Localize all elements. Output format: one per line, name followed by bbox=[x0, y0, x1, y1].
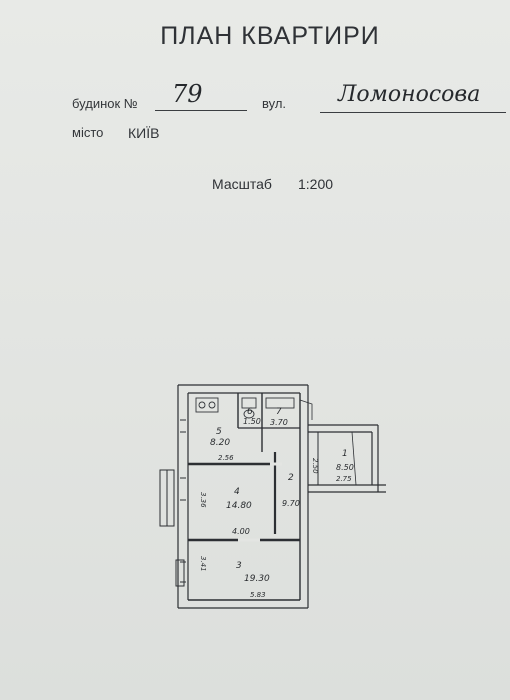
street-name: Ломоносова bbox=[338, 82, 481, 107]
interior-walls bbox=[188, 393, 300, 542]
exterior-walls bbox=[177, 384, 309, 609]
city-label: місто bbox=[72, 125, 104, 140]
room-1-number: 1 bbox=[342, 449, 348, 459]
room-5-area: 8.20 bbox=[210, 438, 230, 448]
dim-room5-width: 2.56 bbox=[218, 454, 234, 462]
room-7-area: 3.70 bbox=[270, 418, 288, 427]
document-title: ПЛАН КВАРТИРИ bbox=[160, 22, 380, 50]
room-2-area: 9.70 bbox=[282, 499, 300, 508]
scale-value: 1:200 bbox=[298, 176, 334, 192]
room-6-area: 1.50 bbox=[243, 417, 261, 426]
dim-room4-width: 4.00 bbox=[232, 527, 250, 536]
room-1-walls bbox=[308, 424, 386, 493]
left-projection bbox=[159, 469, 185, 587]
building-number: 79 bbox=[172, 80, 203, 108]
room-6-number: 6 bbox=[247, 407, 253, 417]
room-3-number: 3 bbox=[236, 561, 242, 571]
dim-room3-width: 5.83 bbox=[250, 591, 266, 599]
room-7-number: 7 bbox=[276, 407, 282, 417]
room-1-area: 8.50 bbox=[336, 463, 354, 472]
building-number-line bbox=[155, 110, 247, 111]
dim-room2-height: 2.50 bbox=[311, 458, 319, 474]
room-4-number: 4 bbox=[234, 487, 240, 497]
dim-room3-height: 3.41 bbox=[199, 556, 207, 572]
dim-room1-width: 2.75 bbox=[336, 475, 352, 483]
city-name: КИЇВ bbox=[128, 125, 160, 141]
room-3-area: 19.30 bbox=[244, 574, 270, 584]
bathroom-fixtures bbox=[195, 397, 295, 419]
room-5-number: 5 bbox=[216, 427, 222, 437]
window-marks bbox=[180, 419, 186, 583]
street-label: вул. bbox=[262, 96, 287, 111]
room-labels: 5 8.20 6 1.50 7 3.70 4 14.80 2 9.70 1 8.… bbox=[210, 407, 354, 584]
room-4-area: 14.80 bbox=[226, 501, 252, 511]
room-2-number: 2 bbox=[288, 473, 294, 483]
vent-connector bbox=[299, 399, 313, 420]
scale-label: Масштаб bbox=[212, 176, 272, 192]
building-label: будинок № bbox=[72, 96, 138, 111]
street-name-line bbox=[320, 112, 506, 113]
dim-room4-height: 3.36 bbox=[199, 492, 207, 508]
dimension-labels: 2.56 3.36 4.00 2.50 2.75 5.83 3.41 bbox=[199, 454, 352, 599]
